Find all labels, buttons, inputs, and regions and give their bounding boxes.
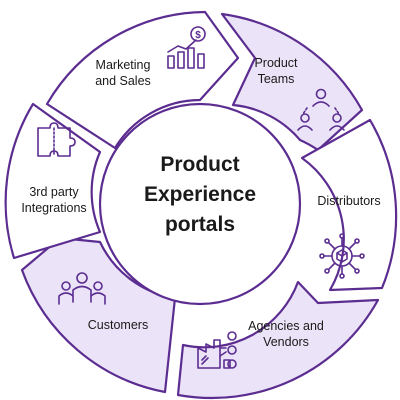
chart-dollar-icon: $ — [167, 26, 206, 69]
label-distributors: Distributors — [317, 194, 381, 208]
distribution-hub-icon — [319, 233, 365, 279]
segment-distributors — [300, 118, 398, 292]
inner-circle — [98, 102, 302, 306]
vendor-factory-icon — [197, 331, 237, 369]
label-customers: Customers — [87, 318, 149, 332]
people-group-icon — [58, 272, 106, 305]
label-agencies-and-vendors: Agencies and Vendors — [248, 319, 324, 349]
center-title: Product Experience portals — [143, 153, 257, 236]
segment-integrations — [4, 102, 102, 260]
team-network-icon — [297, 88, 345, 131]
puzzle-icon — [37, 122, 76, 157]
label-product-teams: Product Teams — [254, 56, 298, 86]
label-3rd-party-integrations: 3rd party Integrations — [21, 185, 87, 215]
svg-text:$: $ — [195, 30, 201, 41]
segment-agencies — [176, 280, 380, 400]
label-marketing-and-sales: Marketing and Sales — [95, 58, 151, 88]
